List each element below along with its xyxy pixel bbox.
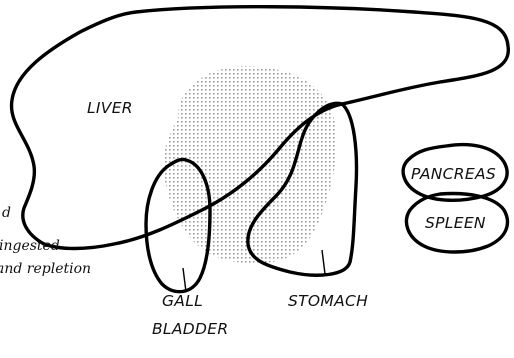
pancreas-label: PANCREAS xyxy=(411,165,496,183)
stomach-leader-line xyxy=(322,250,325,274)
side-text-line1: d xyxy=(2,205,11,221)
gall-bladder-leader-line xyxy=(183,268,186,292)
side-text-line2: ingested xyxy=(0,238,60,254)
side-text-line3: and repletion xyxy=(0,261,91,277)
liver-label: LIVER xyxy=(87,99,133,117)
gall-bladder-label-line2: BLADDER xyxy=(152,320,228,338)
gall-bladder-label-line1: GALL xyxy=(162,292,203,310)
spleen-label: SPLEEN xyxy=(425,214,486,232)
stomach-label: STOMACH xyxy=(288,292,368,310)
